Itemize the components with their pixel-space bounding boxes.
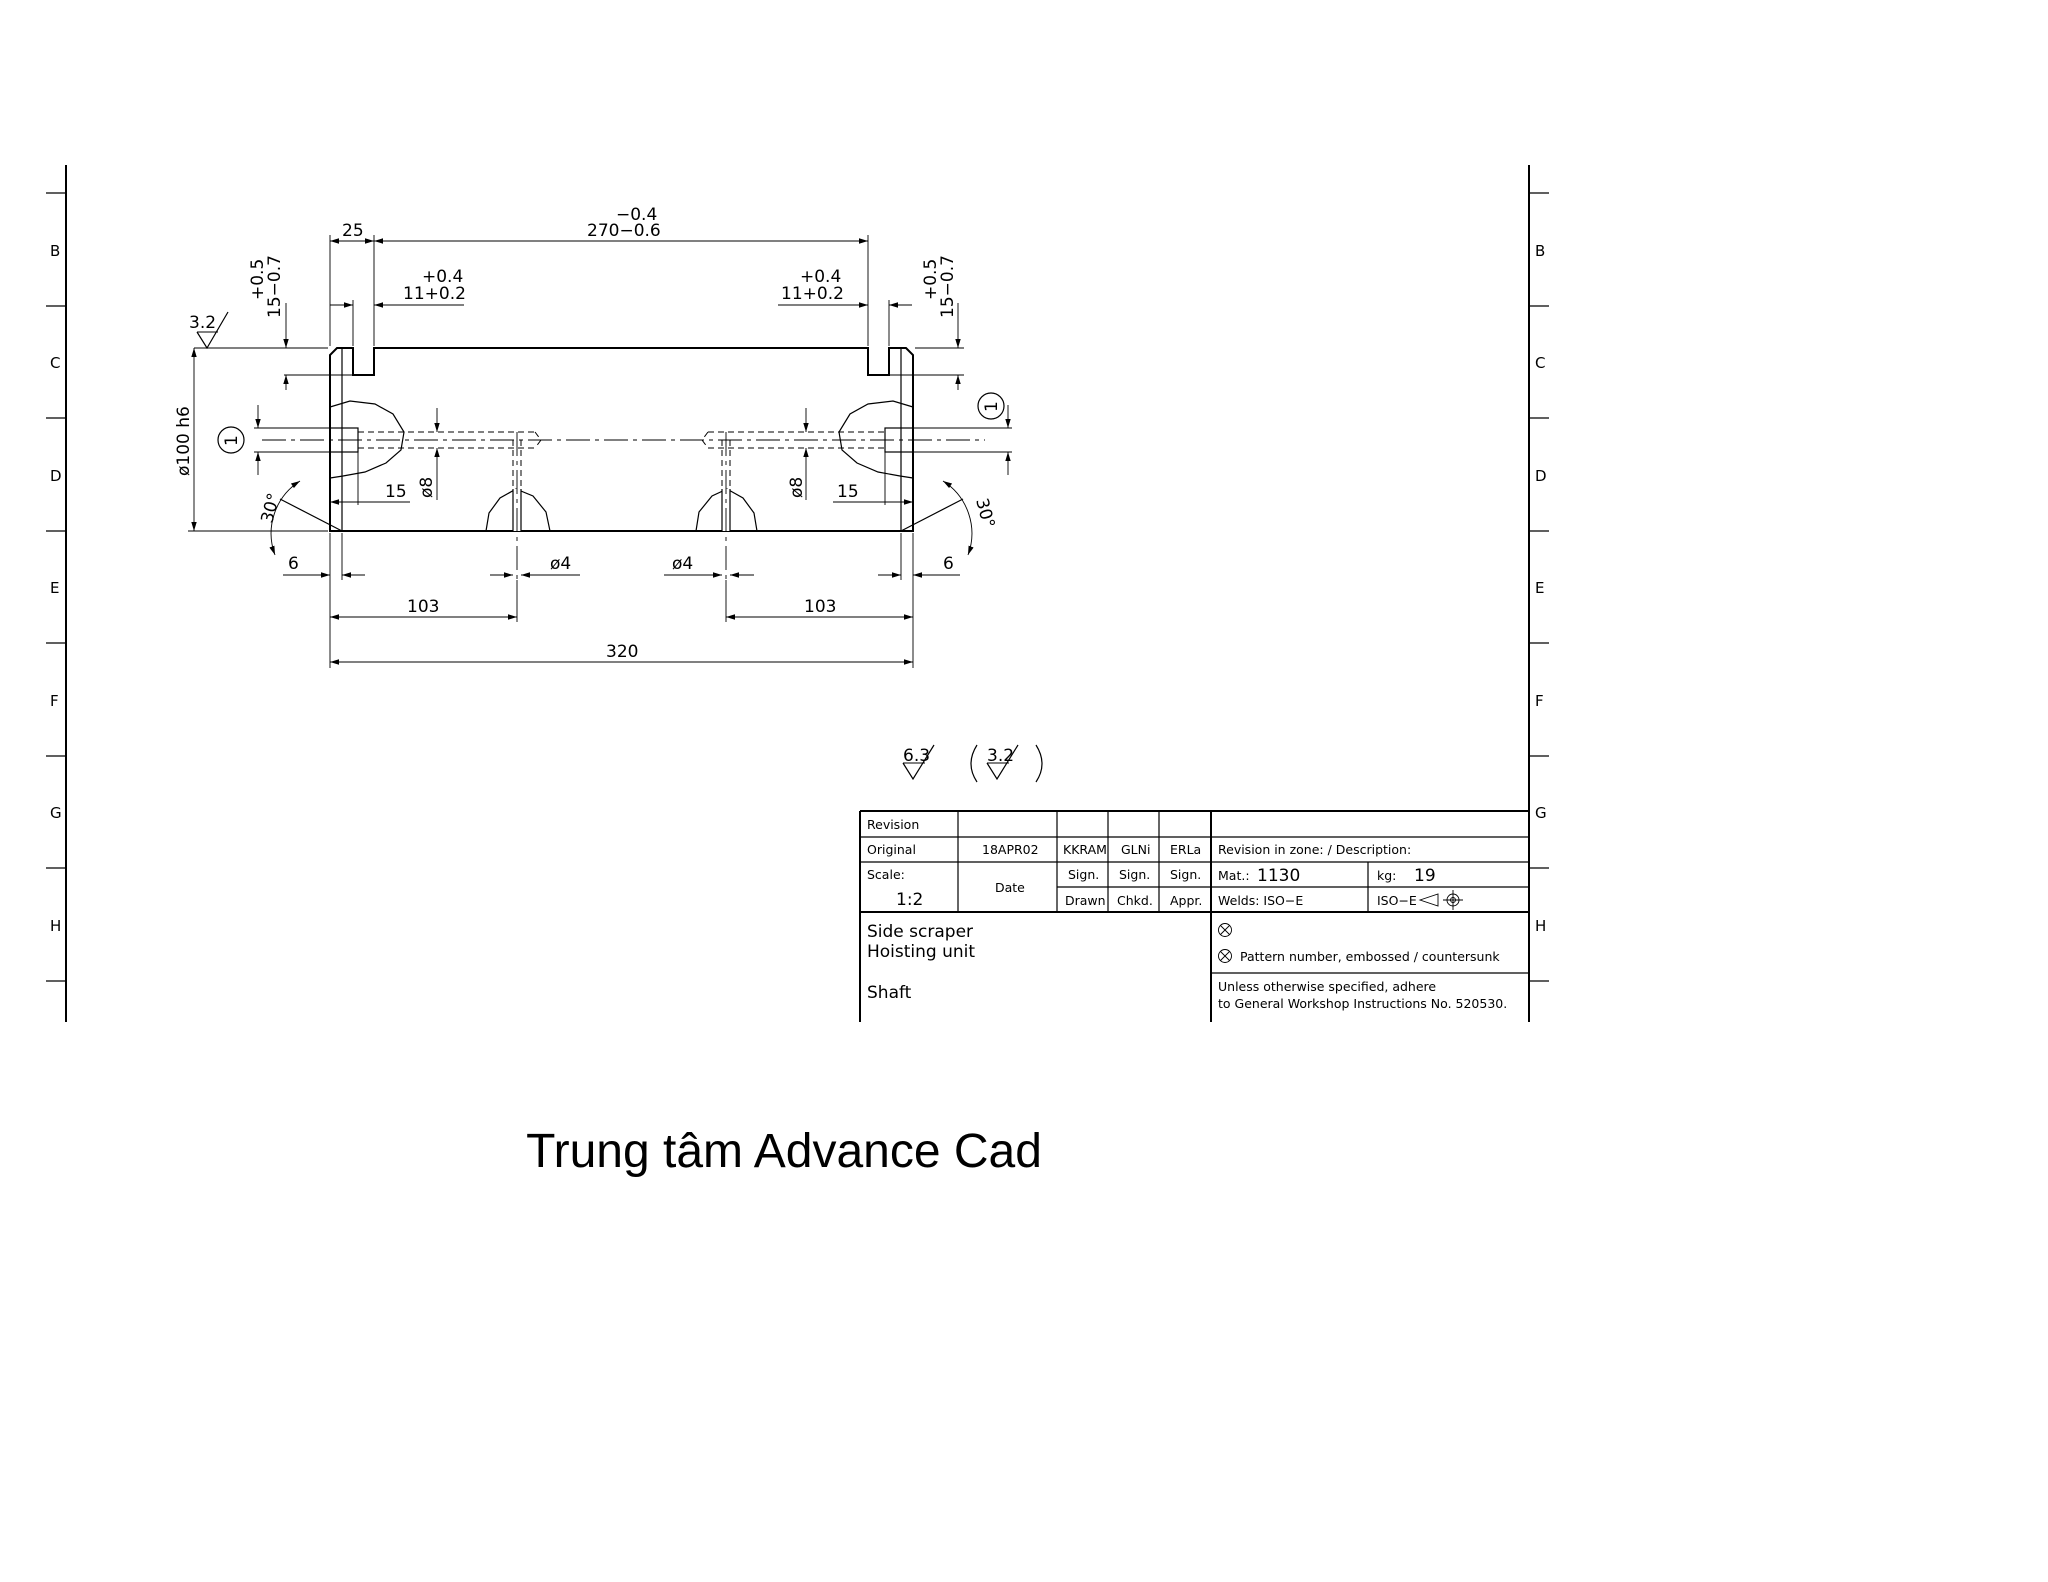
balloon-right-number: 1 bbox=[982, 401, 1002, 412]
scale-value: 1:2 bbox=[896, 890, 923, 910]
dim-6-right: 6 bbox=[943, 554, 954, 574]
dim-phi8-right: ø8 bbox=[787, 477, 807, 498]
item-balloons bbox=[217, 392, 1005, 454]
shaft-body bbox=[279, 347, 964, 532]
zone-label-right-h: H bbox=[1535, 917, 1546, 935]
zone-label-right-c: C bbox=[1535, 354, 1545, 372]
dim-phi100: ø100 h6 bbox=[174, 406, 194, 476]
title-block: Revision Original 18APR02 KKRAM GLNi ERL… bbox=[859, 810, 1529, 1022]
part-title-line1: Side scraper bbox=[867, 922, 973, 942]
dim-angle-left: 30° bbox=[258, 491, 285, 525]
dim-11-left: 11+0.2 bbox=[403, 284, 466, 304]
drawing-border bbox=[46, 165, 1549, 1022]
zone-labels-right: B C D E F G H bbox=[1535, 242, 1547, 935]
zone-label-right-e: E bbox=[1535, 579, 1544, 597]
zone-label-right-b: B bbox=[1535, 242, 1545, 260]
zone-label-left-g: G bbox=[50, 804, 62, 822]
material-label: Mat.: bbox=[1218, 868, 1250, 883]
scale-label: Scale: bbox=[867, 867, 905, 882]
dim-phi4-right: ø4 bbox=[672, 554, 693, 574]
material-value: 1130 bbox=[1257, 866, 1300, 886]
dim-phi4-left: ø4 bbox=[550, 554, 571, 574]
dim-103-left: 103 bbox=[407, 597, 439, 617]
pattern-cross-circle-icon bbox=[1218, 949, 1232, 963]
roughness-left-value: 3.2 bbox=[189, 313, 216, 333]
revision-label: Revision bbox=[867, 817, 919, 832]
welds-label: Welds: ISO−E bbox=[1218, 893, 1303, 908]
zone-label-right-d: D bbox=[1535, 467, 1547, 485]
approved-label: Appr. bbox=[1170, 893, 1202, 908]
approved-by: ERLa bbox=[1170, 842, 1201, 857]
dim-phi8-left: ø8 bbox=[417, 477, 437, 498]
surface-finish-general: 6.3 bbox=[903, 746, 930, 766]
dim-270: 270−0.6 bbox=[587, 221, 661, 241]
section-hatching bbox=[329, 400, 914, 532]
dim-15-left-tolerance: +0.5 bbox=[248, 259, 268, 300]
zone-label-right-f: F bbox=[1535, 692, 1544, 710]
dim-15-right-tolerance: +0.5 bbox=[921, 259, 941, 300]
checked-label: Chkd. bbox=[1117, 893, 1153, 908]
dim-11-right: 11+0.2 bbox=[781, 284, 844, 304]
dim-15-right: 15−0.7 bbox=[938, 255, 958, 318]
dim-103-right: 103 bbox=[804, 597, 836, 617]
original-date: 18APR02 bbox=[982, 842, 1039, 857]
roughness-symbols bbox=[196, 311, 1043, 783]
dim-15-hole-left: 15 bbox=[385, 482, 407, 502]
zone-label-left-d: D bbox=[50, 467, 62, 485]
sign-label-1: Sign. bbox=[1068, 867, 1099, 882]
dim-25: 25 bbox=[342, 221, 364, 241]
general-note-line1: Unless otherwise specified, adhere bbox=[1218, 979, 1436, 994]
engineering-drawing: B C D E F G H B C D E F G H bbox=[46, 165, 1549, 1022]
zone-label-right-g: G bbox=[1535, 804, 1547, 822]
weight-value: 19 bbox=[1414, 866, 1436, 886]
footer-caption: Trung tâm Advance Cad bbox=[526, 1125, 1042, 1178]
dim-15-left: 15−0.7 bbox=[265, 255, 285, 318]
sign-label-2: Sign. bbox=[1119, 867, 1150, 882]
original-label: Original bbox=[867, 842, 916, 857]
general-note-line2: to General Workshop Instructions No. 520… bbox=[1218, 996, 1507, 1011]
dim-15-hole-right: 15 bbox=[837, 482, 859, 502]
zone-label-left-c: C bbox=[50, 354, 60, 372]
zone-label-left-e: E bbox=[50, 579, 59, 597]
dimension-texts: 25 −0.4 270−0.6 +0.4 11+0.2 +0.4 11+0.2 … bbox=[174, 205, 1014, 766]
dim-320: 320 bbox=[606, 642, 638, 662]
zone-label-left-f: F bbox=[50, 692, 59, 710]
drawn-by: KKRAM bbox=[1063, 842, 1107, 857]
cross-circle-icon bbox=[1218, 923, 1232, 937]
dim-270-tolerance: −0.4 bbox=[616, 205, 657, 225]
zone-labels-left: B C D E F G H bbox=[50, 242, 62, 935]
drawn-label: Drawn bbox=[1065, 893, 1106, 908]
sign-label-3: Sign. bbox=[1170, 867, 1201, 882]
zone-label-left-b: B bbox=[50, 242, 60, 260]
dim-angle-right: 30° bbox=[971, 496, 998, 530]
dim-11-right-tolerance: +0.4 bbox=[800, 267, 841, 287]
balloon-left-number: 1 bbox=[222, 435, 242, 446]
projection-label: ISO−E bbox=[1377, 893, 1417, 908]
part-title-line2: Hoisting unit bbox=[867, 942, 975, 962]
weight-label: kg: bbox=[1377, 868, 1396, 883]
dimension-lines bbox=[188, 235, 1012, 668]
checked-by: GLNi bbox=[1121, 842, 1150, 857]
dim-6-left: 6 bbox=[288, 554, 299, 574]
dim-11-left-tolerance: +0.4 bbox=[422, 267, 463, 287]
zone-label-left-h: H bbox=[50, 917, 61, 935]
date-label: Date bbox=[995, 880, 1025, 895]
pattern-note: Pattern number, embossed / countersunk bbox=[1240, 949, 1500, 964]
part-name: Shaft bbox=[867, 983, 912, 1003]
surface-finish-other: 3.2 bbox=[987, 746, 1014, 766]
hidden-bores bbox=[262, 431, 985, 580]
projection-symbol-icon bbox=[1418, 890, 1463, 910]
revision-description-label: Revision in zone: / Description: bbox=[1218, 842, 1411, 857]
